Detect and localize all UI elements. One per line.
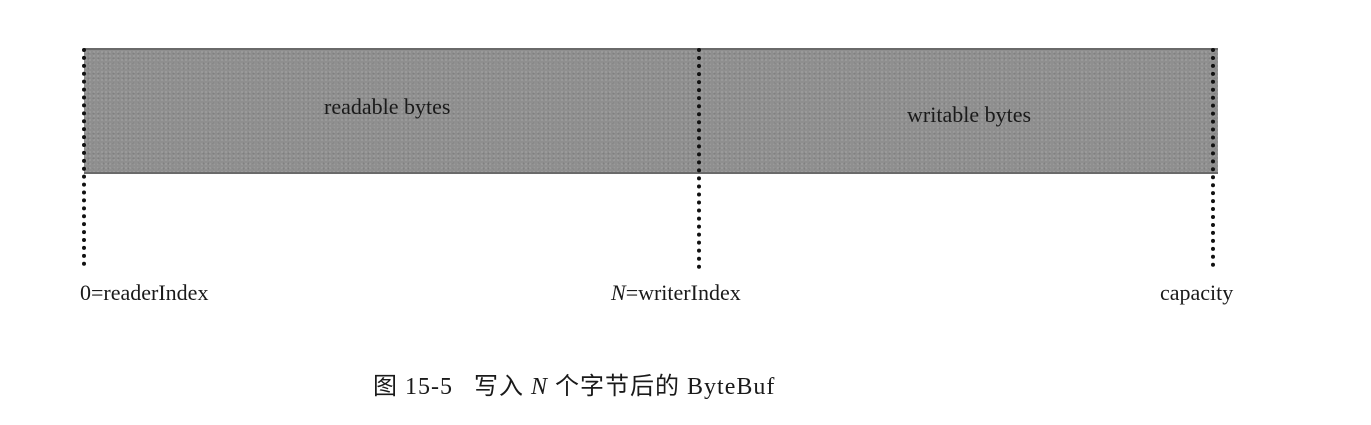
caption-suffix: 个字节后的 ByteBuf <box>548 374 776 400</box>
readable-bytes-label: readable bytes <box>324 94 451 119</box>
reader-index-label: 0=readerIndex <box>80 280 209 305</box>
caption-prefix: 写入 <box>474 374 531 400</box>
capacity-label: capacity <box>1160 280 1234 305</box>
figure-caption: 图 15-5 写入 N 个字节后的 ByteBuf <box>373 366 775 401</box>
writer-index-label: N=writerIndex <box>611 280 741 306</box>
caption-var: N <box>531 374 549 400</box>
writer-index-var: N <box>611 280 626 305</box>
writable-bytes-label: writable bytes <box>907 102 1032 127</box>
capacity-marker <box>1211 48 1215 267</box>
reader-index-marker <box>82 48 86 266</box>
readable-bytes-region: readable bytes <box>84 48 700 174</box>
writer-index-marker <box>697 48 701 269</box>
writer-index-text: =writerIndex <box>625 280 741 305</box>
writable-bytes-region: writable bytes <box>700 48 1218 174</box>
figure-number: 图 15-5 <box>373 374 453 400</box>
